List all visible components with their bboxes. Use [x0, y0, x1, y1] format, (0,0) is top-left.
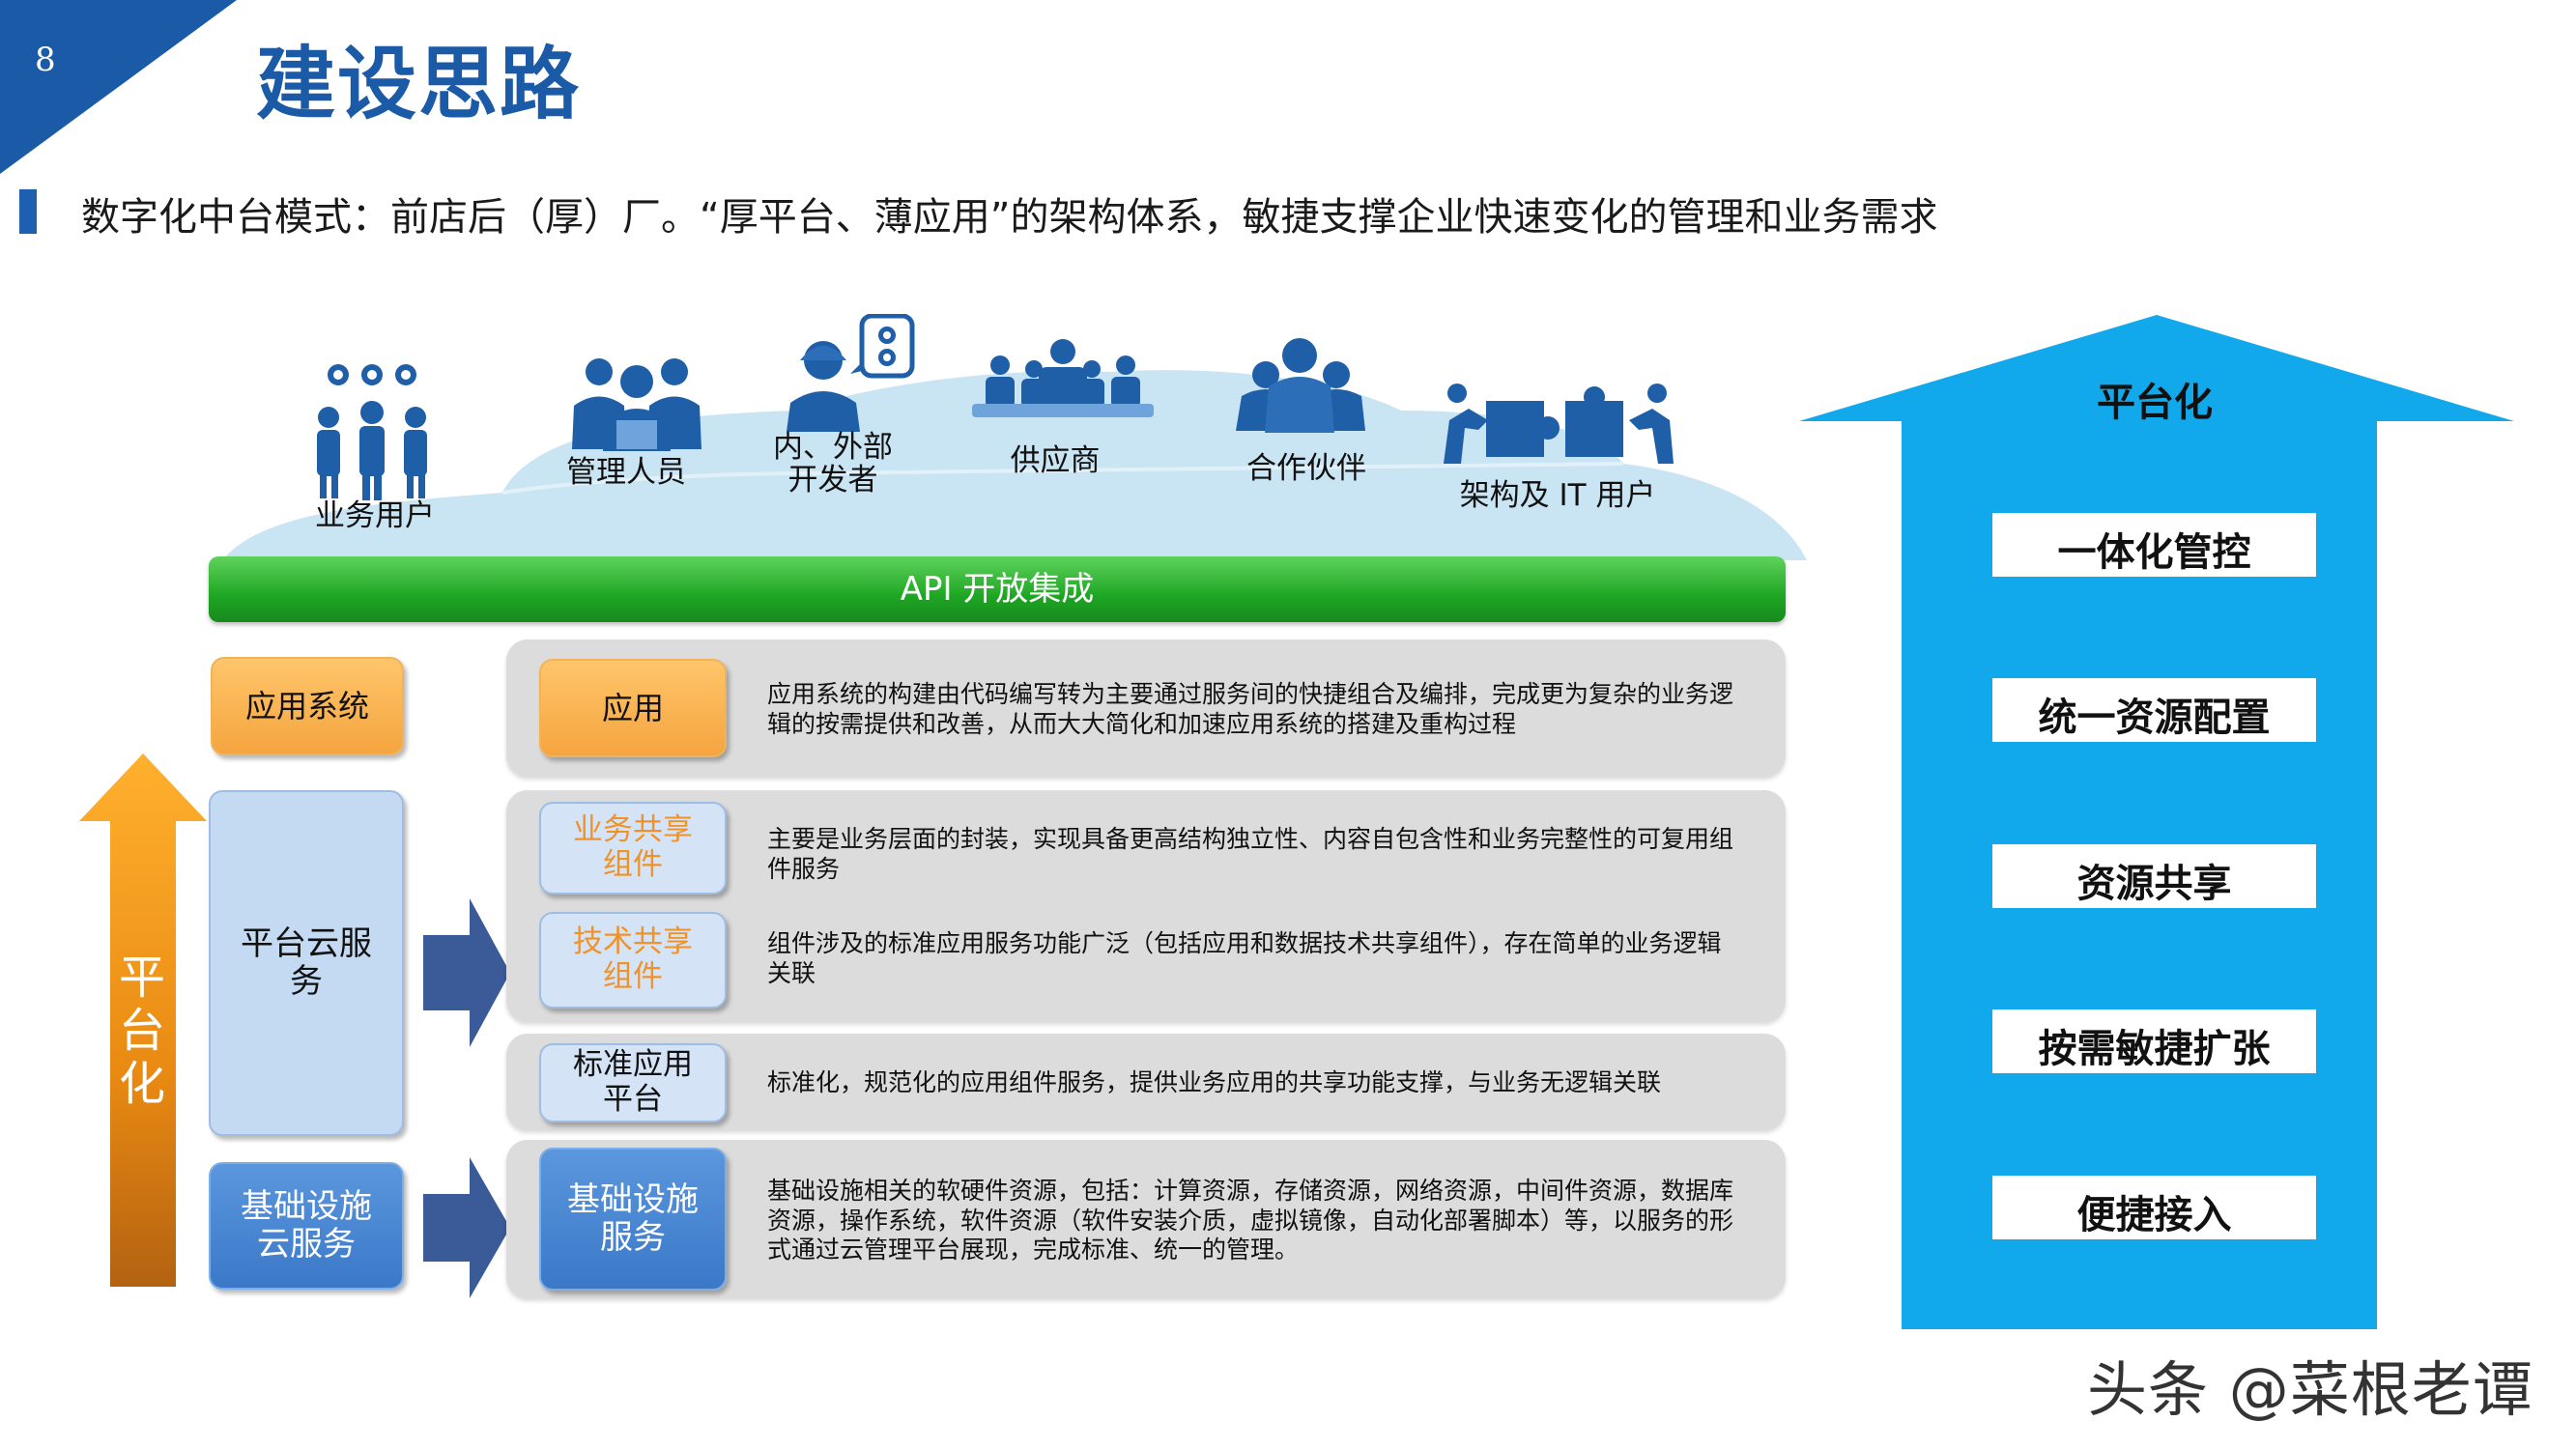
subtitle-marker — [19, 189, 37, 234]
stakeholder-label-developers-line1: 内、外部 — [773, 431, 893, 466]
platform-cloud-label-line1: 平台云服 — [241, 925, 372, 963]
application-box: 应用 — [539, 659, 727, 757]
right-item-integrated-control: 一体化管控 — [1992, 513, 2316, 577]
application-description: 应用系统的构建由代码编写转为主要通过服务间的快捷组合及编排，完成更为复杂的业务逻… — [767, 680, 1733, 739]
business-shared-component-box: 业务共享 组件 — [539, 802, 727, 895]
tech-shared-label-line2: 组件 — [603, 960, 663, 995]
platform-cloud-service-box: 平台云服 务 — [209, 790, 404, 1136]
tech-shared-label-line1: 技术共享 — [573, 925, 693, 960]
stakeholder-label-it-users: 架构及 IT 用户 — [1460, 479, 1656, 514]
page-title: 建设思路 — [256, 19, 581, 134]
right-item-unified-resource: 统一资源配置 — [1992, 678, 2316, 742]
standard-platform-label-line1: 标准应用 — [573, 1048, 693, 1083]
infra-cloud-label-line1: 基础设施 — [241, 1188, 372, 1226]
infra-cloud-label-line2: 云服务 — [257, 1226, 356, 1264]
business-shared-description: 主要是业务层面的封装，实现具备更高结构独立性、内容自包含性和业务完整性的可复用组… — [767, 825, 1733, 884]
infra-service-label-line2: 服务 — [600, 1219, 666, 1257]
app-system-label: 应用系统 — [245, 689, 369, 724]
stakeholder-label-partners: 合作伙伴 — [1246, 452, 1366, 487]
stakeholder-label-developers-line2: 开发者 — [788, 464, 878, 498]
right-arrow-title: 平台化 — [1990, 371, 2319, 427]
infra-service-label-line1: 基础设施 — [567, 1181, 699, 1219]
stakeholder-label-managers: 管理人员 — [566, 456, 686, 491]
stakeholder-label-business-users: 业务用户 — [315, 499, 435, 534]
left-arrow-label: 平台化 — [116, 952, 168, 1112]
tech-shared-component-box: 技术共享 组件 — [539, 912, 727, 1009]
business-shared-label-line2: 组件 — [603, 848, 663, 883]
platform-cloud-label-line2: 务 — [290, 963, 323, 1001]
watermark: 头条 @菜根老谭 — [2087, 1341, 2533, 1428]
standard-platform-label-line2: 平台 — [603, 1083, 663, 1118]
corner-decoration — [0, 0, 242, 174]
tech-shared-description: 组件涉及的标准应用服务功能广泛（包括应用和数据技术共享组件），存在简单的业务逻辑… — [767, 929, 1733, 988]
infra-service-description: 基础设施相关的软硬件资源，包括：计算资源，存储资源，网络资源，中间件资源，数据库… — [767, 1177, 1733, 1265]
right-item-on-demand-scaling: 按需敏捷扩张 — [1992, 1009, 2316, 1073]
standard-app-platform-box: 标准应用 平台 — [539, 1043, 727, 1122]
business-shared-label-line1: 业务共享 — [573, 813, 693, 848]
suppliers-icon — [966, 338, 1159, 425]
page-number: 8 — [35, 41, 56, 79]
app-system-box: 应用系统 — [211, 657, 404, 755]
partners-icon — [1232, 338, 1367, 435]
infra-service-box: 基础设施 服务 — [539, 1148, 727, 1291]
stakeholder-label-suppliers: 供应商 — [1011, 444, 1101, 479]
puzzle-it-icon — [1440, 382, 1681, 469]
flow-arrow-platform — [423, 898, 510, 1047]
business-users-icon — [300, 359, 464, 504]
right-item-easy-access: 便捷接入 — [1992, 1176, 2316, 1239]
standard-platform-description: 标准化，规范化的应用组件服务，提供业务应用的共享功能支撑，与业务无逻辑关联 — [767, 1068, 1733, 1098]
flow-arrow-infra — [423, 1157, 510, 1298]
api-integration-bar: API 开放集成 — [209, 556, 1786, 622]
subtitle: 数字化中台模式：前店后（厚）厂。“厚平台、薄应用”的架构体系，敏捷支撑企业快速变… — [81, 185, 1937, 242]
infra-cloud-service-box: 基础设施 云服务 — [209, 1162, 404, 1290]
developer-icon — [783, 314, 918, 435]
application-box-label: 应用 — [602, 691, 664, 726]
managers-icon — [560, 353, 715, 454]
right-item-resource-sharing: 资源共享 — [1992, 844, 2316, 908]
